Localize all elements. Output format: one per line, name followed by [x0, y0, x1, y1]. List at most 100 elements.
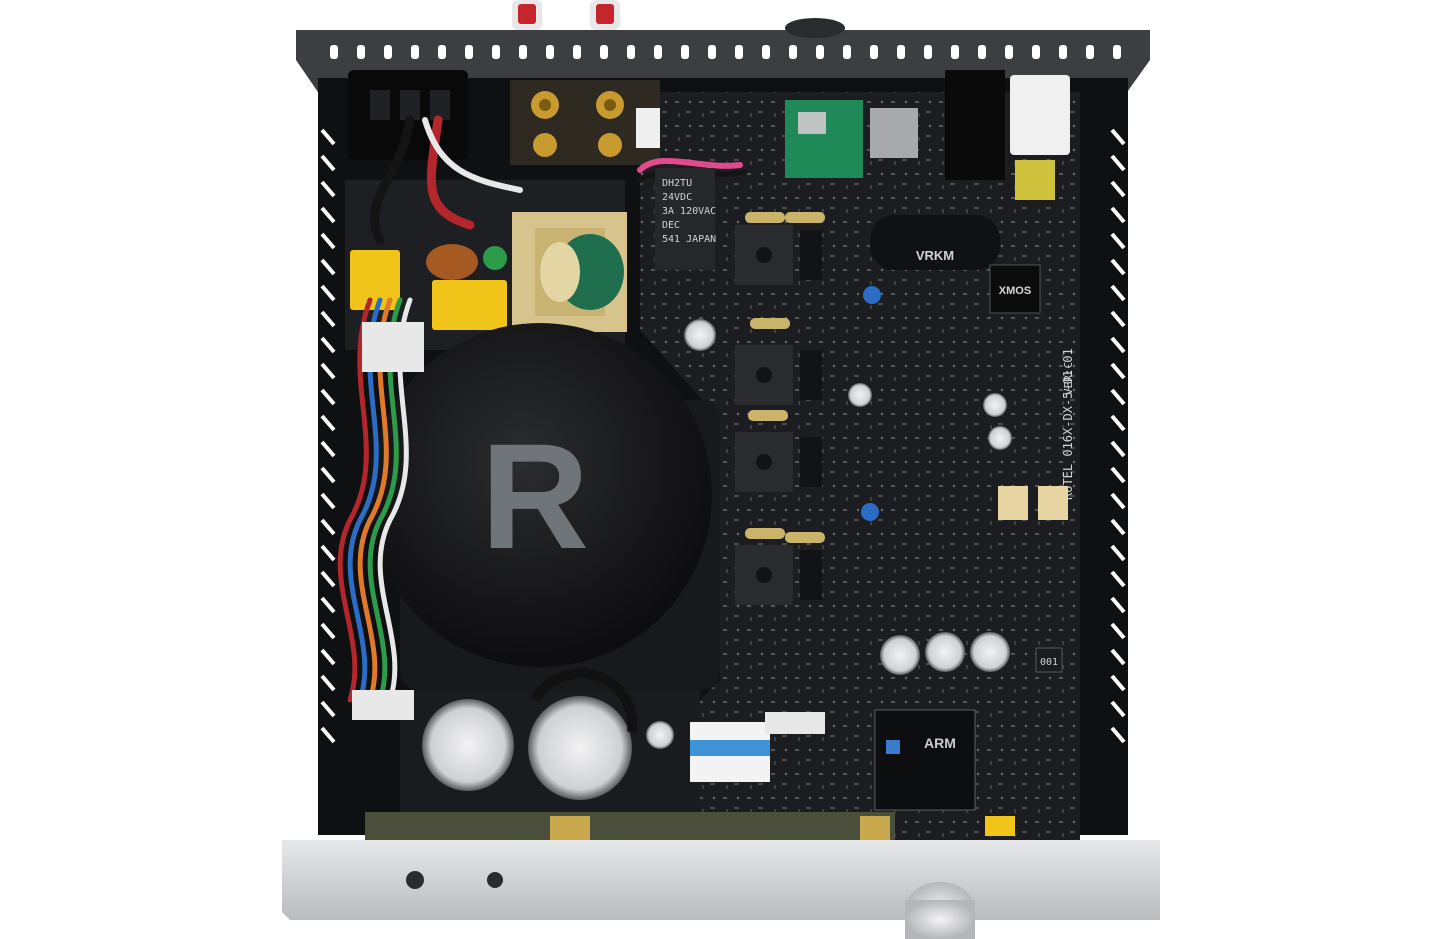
vent-slot	[1110, 596, 1126, 614]
rear-vent-slots	[330, 45, 1121, 59]
resistor	[785, 532, 825, 543]
wifi-module	[785, 100, 863, 178]
speaker-terminals	[512, 0, 845, 38]
relay-label: 24VDC	[662, 192, 692, 203]
vent-slot	[320, 570, 336, 588]
vent-slot	[1110, 414, 1126, 432]
mosfet-screw	[756, 367, 772, 383]
toslink-port	[945, 70, 1005, 180]
mosfet-pins	[800, 437, 822, 487]
vent-slot	[330, 45, 338, 59]
vent-slot	[1110, 700, 1126, 718]
vent-slot	[320, 622, 336, 640]
vent-slot	[843, 45, 851, 59]
vent-slot	[978, 45, 986, 59]
x-capacitor-1	[350, 250, 400, 310]
vent-slot	[951, 45, 959, 59]
vent-slot	[870, 45, 878, 59]
vent-slot	[1110, 388, 1126, 406]
vent-slot	[1110, 622, 1126, 640]
vent-slot	[1110, 518, 1126, 536]
x-capacitor-2	[432, 280, 507, 330]
vent-slot	[320, 674, 336, 692]
front-display-board	[365, 812, 895, 840]
signal-relay-2	[1038, 486, 1068, 520]
vent-slot	[1110, 310, 1126, 328]
aux-connector	[1010, 75, 1070, 155]
vent-slot	[320, 414, 336, 432]
vent-slot	[627, 45, 635, 59]
toroidal-transformer	[368, 323, 712, 667]
standby-transformer	[512, 212, 627, 332]
mosfet-pins	[800, 230, 822, 280]
supply-capacitors: VRKM	[870, 215, 1000, 270]
aux-jack	[487, 872, 503, 888]
side-vents-right	[1110, 128, 1126, 744]
resistor	[745, 212, 785, 223]
resistor	[750, 318, 790, 329]
vent-slot	[384, 45, 392, 59]
vent-slot	[924, 45, 932, 59]
vent-slot	[1113, 45, 1121, 59]
mosfet-screw	[756, 247, 772, 263]
vent-slot	[320, 362, 336, 380]
vent-slot	[681, 45, 689, 59]
vent-slot	[1005, 45, 1013, 59]
power-inlet	[348, 70, 468, 160]
vent-slot	[546, 45, 554, 59]
vent-slot	[1059, 45, 1067, 59]
vent-slot	[1110, 232, 1126, 250]
svg-text:XMOS: XMOS	[999, 285, 1031, 297]
vent-slot	[519, 45, 527, 59]
vent-slot	[438, 45, 446, 59]
vent-slot	[320, 648, 336, 666]
vent-slot	[320, 258, 336, 276]
mosfet-screw	[756, 567, 772, 583]
output-stage	[735, 225, 822, 605]
vent-slot	[320, 180, 336, 198]
vent-slot	[492, 45, 500, 59]
vent-slot	[320, 206, 336, 224]
common-mode-choke	[426, 244, 478, 280]
xmos-chip: XMOS	[989, 264, 1041, 314]
vent-slot	[320, 700, 336, 718]
usb-port	[870, 108, 918, 158]
vent-slot	[1110, 284, 1126, 302]
vent-slot	[320, 310, 336, 328]
vent-slot	[1110, 128, 1126, 146]
vent-slot	[320, 388, 336, 406]
relay-label: DH2TU	[662, 178, 692, 189]
resistor	[748, 410, 788, 421]
vent-slot	[320, 128, 336, 146]
vent-slot	[320, 544, 336, 562]
vent-slot	[1110, 544, 1126, 562]
vent-slot	[320, 284, 336, 302]
inductor: 001	[1035, 647, 1063, 673]
resistors	[745, 212, 825, 543]
board-ver: VER:C	[1062, 362, 1075, 395]
signal-relay-1	[998, 486, 1028, 520]
mosfet-pins	[800, 550, 822, 600]
vent-slot	[1032, 45, 1040, 59]
inductor-label: 001	[1040, 657, 1058, 668]
vent-slot	[320, 726, 336, 744]
vent-slot	[1110, 466, 1126, 484]
vent-slot	[320, 492, 336, 510]
mosfet-pins	[800, 350, 822, 400]
arm-processor: ARM	[874, 709, 976, 811]
relay-label: 541 JAPAN	[662, 234, 716, 245]
vent-slot	[320, 154, 336, 172]
vent-slot	[1110, 336, 1126, 354]
vent-slot	[708, 45, 716, 59]
vent-slot	[320, 596, 336, 614]
vent-slot	[654, 45, 662, 59]
speaker-terminal-board	[510, 80, 660, 165]
vent-slot	[573, 45, 581, 59]
side-vents-left	[320, 128, 336, 744]
resistor	[785, 212, 825, 223]
vent-slot	[411, 45, 419, 59]
vent-slot	[1110, 362, 1126, 380]
